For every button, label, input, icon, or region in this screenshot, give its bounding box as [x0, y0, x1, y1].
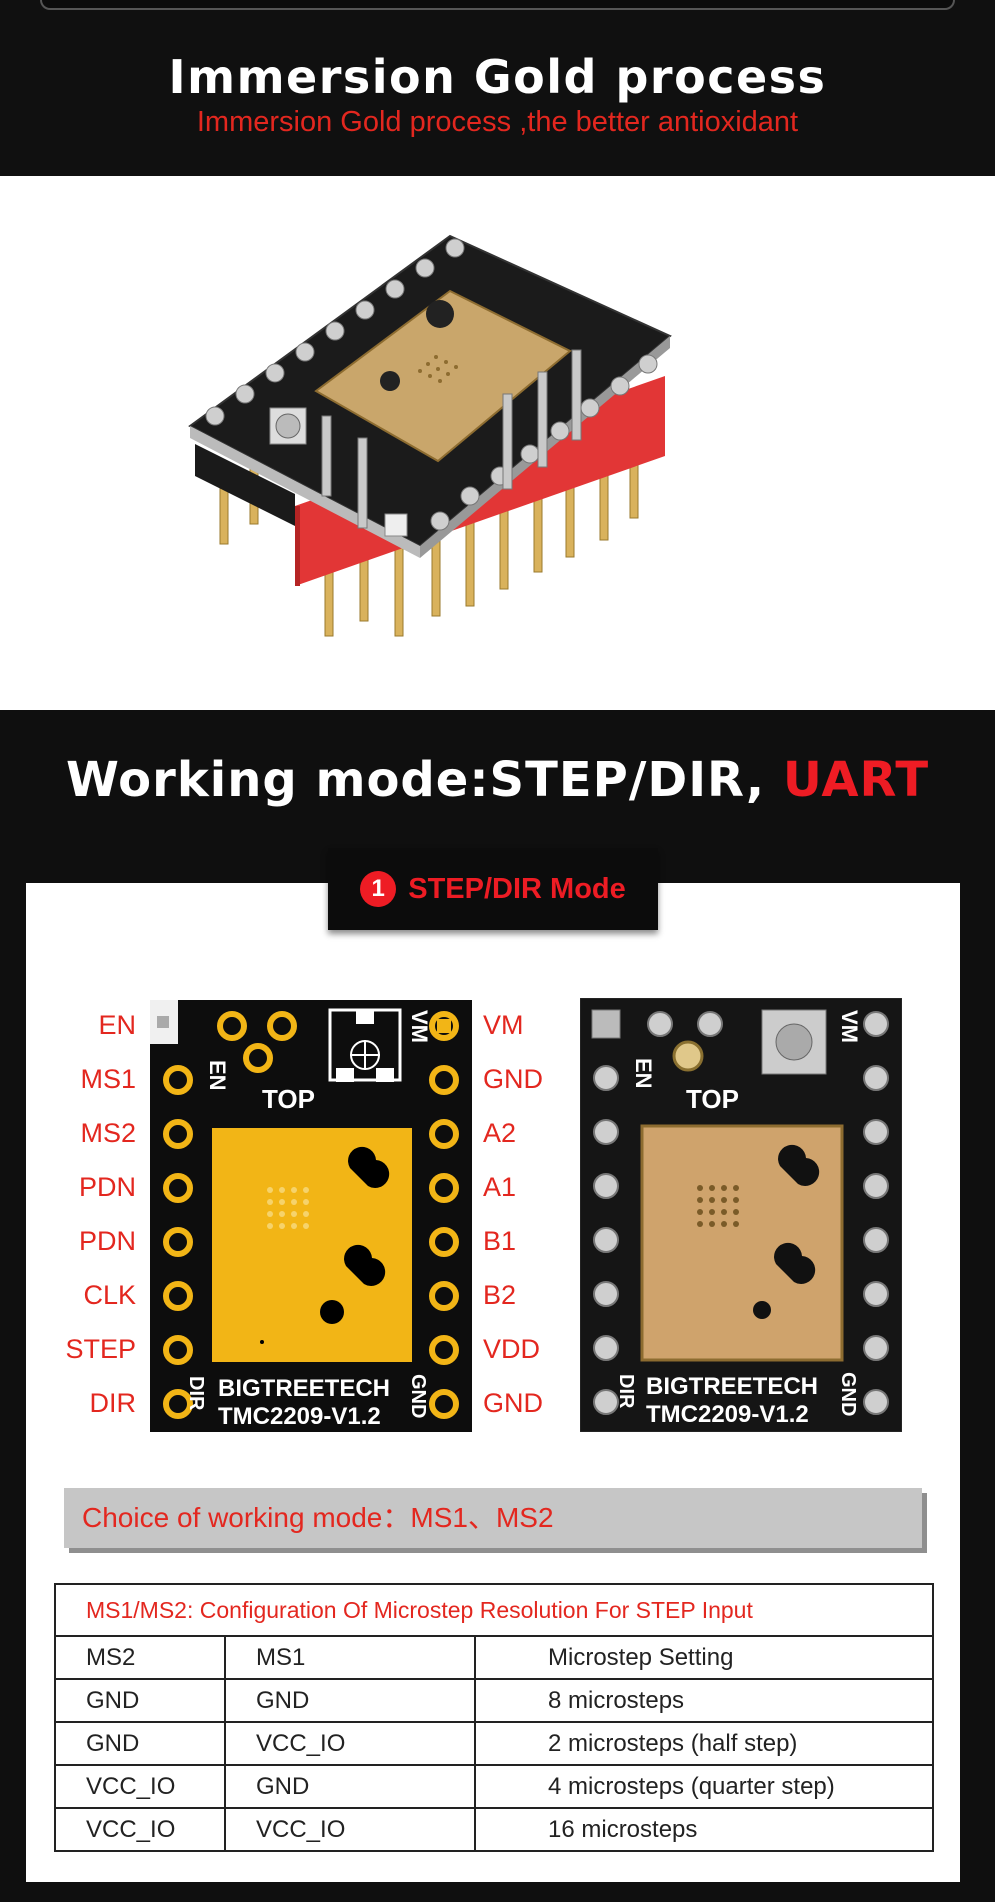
- pin-label-right: A2: [483, 1118, 517, 1148]
- photo-board-diagram: TOP EN VM BIGTREETECH TMC2209-V1.2 DIR G…: [580, 998, 902, 1432]
- table-cell: VCC_IO: [54, 1807, 226, 1852]
- photo-board-vm-label: VM: [837, 1010, 862, 1043]
- table-row: GND GND 8 microsteps: [54, 1678, 934, 1723]
- pin-label-left: STEP: [65, 1334, 136, 1364]
- table-cell: GND: [54, 1678, 226, 1723]
- pin-label-left: MS2: [80, 1118, 136, 1148]
- schematic-board-diagram: TOP EN VM BIGTREETECH TMC2209-V1.2 DIR G…: [150, 1000, 472, 1432]
- table-cell: GND: [224, 1764, 476, 1809]
- photo-board-brand: BIGTREETECH: [646, 1373, 818, 1400]
- table-header: Microstep Setting: [474, 1635, 934, 1680]
- choice-of-working-mode: Choice of working mode：MS1、MS2: [64, 1488, 922, 1548]
- product-photo-area: [0, 176, 995, 710]
- pin-label-right: VM: [483, 1010, 524, 1040]
- working-mode-title: Working mode:STEP/DIR, UART: [0, 752, 995, 808]
- table-row: VCC_IO GND 4 microsteps (quarter step): [54, 1764, 934, 1809]
- photo-board-model: TMC2209-V1.2: [646, 1401, 809, 1428]
- table-cell: VCC_IO: [224, 1807, 476, 1852]
- board-gnd-label: GND: [407, 1374, 429, 1418]
- pin-label-left: CLK: [83, 1280, 136, 1310]
- board-dir-label: DIR: [185, 1376, 207, 1411]
- table-cell: 4 microsteps (quarter step): [474, 1764, 934, 1809]
- table-header: MS2: [54, 1635, 226, 1680]
- tab-number-badge: 1: [360, 871, 397, 907]
- table-row: GND VCC_IO 2 microsteps (half step): [54, 1721, 934, 1766]
- gold-process-title: Immersion Gold process: [168, 50, 827, 104]
- banner-top-frame: [40, 0, 955, 10]
- step-dir-mode-tab: 1 STEP/DIR Mode: [328, 848, 658, 930]
- board-brand: BIGTREETECH: [218, 1375, 390, 1402]
- table-cell: VCC_IO: [54, 1764, 226, 1809]
- board-en-label: EN: [205, 1060, 230, 1091]
- table-cell: 2 microsteps (half step): [474, 1721, 934, 1766]
- photo-board-gnd-label: GND: [837, 1372, 859, 1416]
- pin-label-right: A1: [483, 1172, 517, 1202]
- pin-label-left: PDN: [78, 1226, 136, 1256]
- pin-label-right: GND: [483, 1064, 543, 1094]
- table-cell: 8 microsteps: [474, 1678, 934, 1723]
- table-header-row: MS2 MS1 Microstep Setting: [54, 1635, 934, 1680]
- table-cell: VCC_IO: [224, 1721, 476, 1766]
- pin-label-right: VDD: [483, 1334, 541, 1364]
- pin-label-left: MS1: [80, 1064, 136, 1094]
- gold-process-subtitle: Immersion Gold process ,the better antio…: [196, 106, 799, 138]
- working-mode-title-prefix: Working mode:STEP/DIR,: [65, 752, 783, 808]
- table-row: VCC_IO VCC_IO 16 microsteps: [54, 1807, 934, 1852]
- photo-board-dir-label: DIR: [615, 1374, 637, 1409]
- board-top-label: TOP: [262, 1084, 315, 1114]
- product-photo: [188, 234, 672, 637]
- photo-board-top-label: TOP: [686, 1084, 739, 1114]
- microstep-table: MS1/MS2: Configuration Of Microstep Reso…: [54, 1583, 934, 1852]
- pin-label-right: B2: [483, 1280, 517, 1310]
- table-cell: GND: [54, 1721, 226, 1766]
- table-cell: 16 microsteps: [474, 1807, 934, 1852]
- table-header: MS1: [224, 1635, 476, 1680]
- table-title: MS1/MS2: Configuration Of Microstep Reso…: [54, 1583, 934, 1637]
- table-cell: GND: [224, 1678, 476, 1723]
- tab-label: STEP/DIR Mode: [408, 872, 626, 905]
- pin-label-left: PDN: [78, 1172, 136, 1202]
- board-model: TMC2209-V1.2: [218, 1403, 381, 1430]
- gold-process-banner: [0, 0, 995, 176]
- board-vm-label: VM: [407, 1010, 432, 1043]
- pin-label-right: B1: [483, 1226, 517, 1256]
- pin-label-right: GND: [483, 1388, 543, 1418]
- working-mode-title-highlight: UART: [782, 752, 930, 808]
- pin-label-left: EN: [98, 1010, 136, 1040]
- pin-label-left: DIR: [89, 1388, 137, 1418]
- photo-board-en-label: EN: [631, 1058, 656, 1089]
